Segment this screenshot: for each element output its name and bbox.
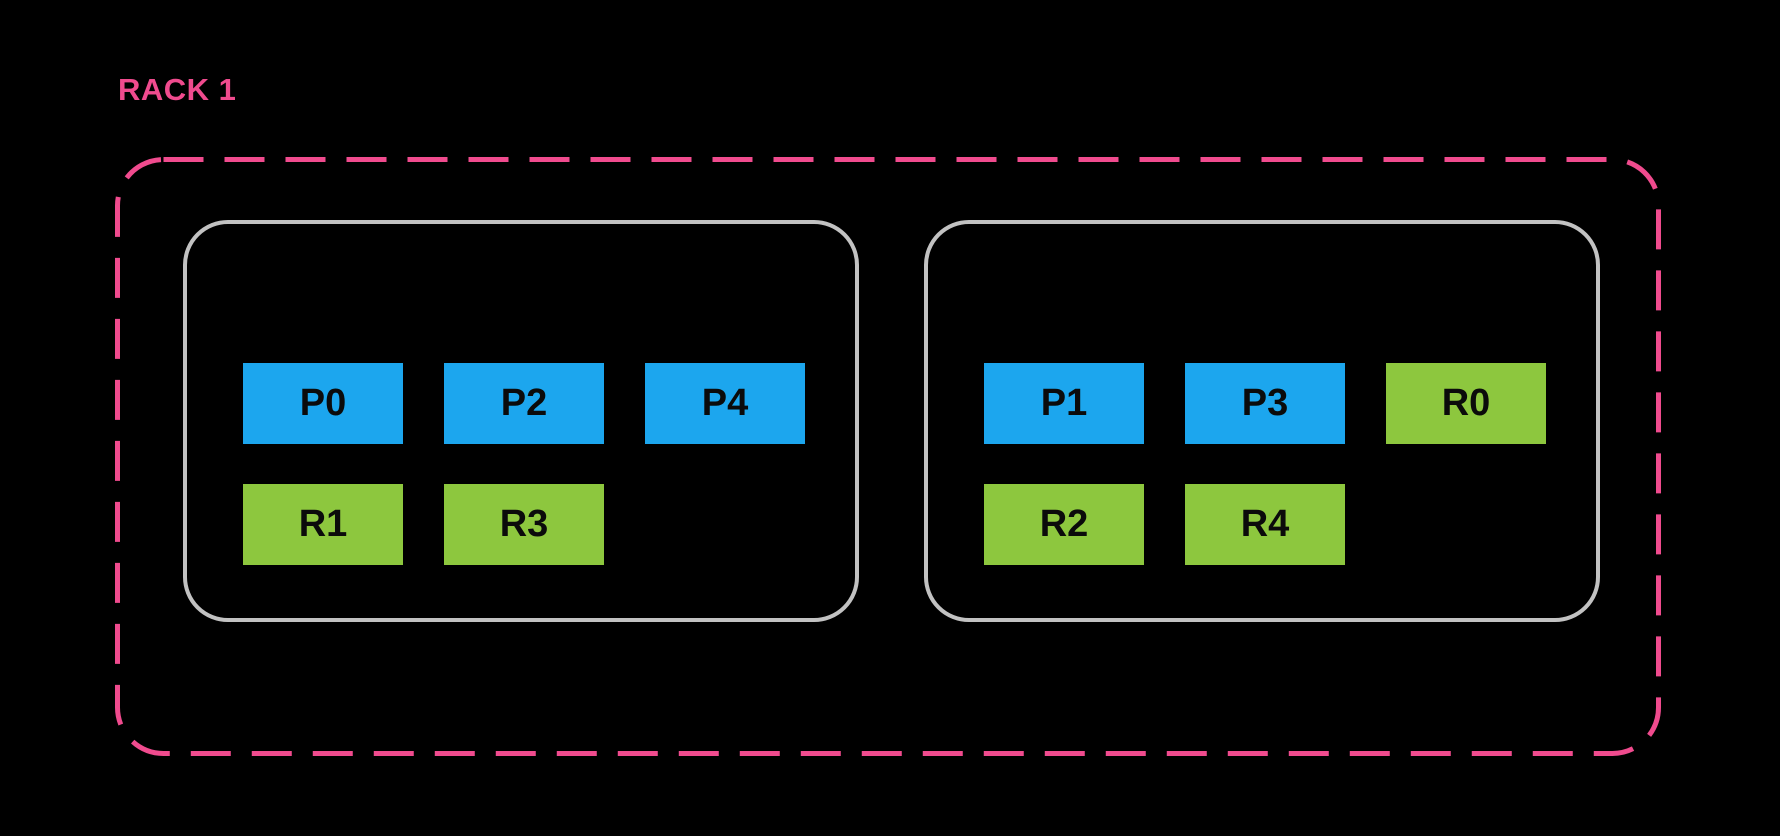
host-2-replica-row: R2 R4 [984,484,1345,565]
shard-box-r4: R4 [1185,484,1345,565]
shard-box-r3: R3 [444,484,604,565]
host-2-container: P1 P3 R0 R2 R4 [924,220,1600,622]
host-2-primary-row: P1 P3 R0 [984,363,1546,444]
shard-box-p3: P3 [1185,363,1345,444]
shard-box-r0: R0 [1386,363,1546,444]
shard-box-p0: P0 [243,363,403,444]
host-1-primary-row: P0 P2 P4 [243,363,805,444]
rack-title: RACK 1 [118,72,237,107]
shard-box-p4: P4 [645,363,805,444]
shard-box-r2: R2 [984,484,1144,565]
host-1-replica-row: R1 R3 [243,484,604,565]
shard-box-p2: P2 [444,363,604,444]
host-1-container: P0 P2 P4 R1 R3 [183,220,859,622]
shard-box-r1: R1 [243,484,403,565]
rack-dashed-border [115,157,1661,756]
shard-box-p1: P1 [984,363,1144,444]
